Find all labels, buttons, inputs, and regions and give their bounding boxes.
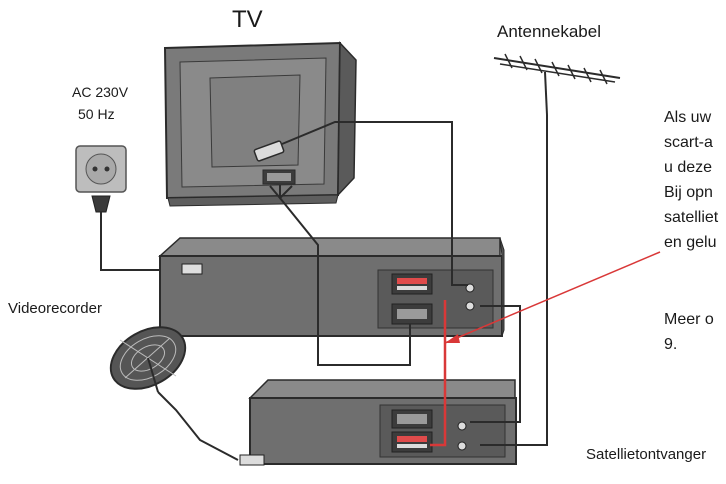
description-line: satelliet xyxy=(664,209,719,226)
description-line: u deze xyxy=(664,159,713,176)
satellite-receiver-label: Satellietontvanger xyxy=(586,446,707,463)
satellite-receiver-unit xyxy=(239,379,517,466)
antenna xyxy=(493,53,621,116)
more-info-text: Meer o 9. xyxy=(664,307,726,357)
power-socket xyxy=(75,145,180,271)
television xyxy=(163,41,357,207)
satellite-dish xyxy=(109,326,239,461)
power-voltage-label: AC 230V xyxy=(72,84,129,100)
tv-label: TV xyxy=(232,6,263,33)
more-info-line: Meer o xyxy=(664,311,714,328)
description-line: Bij opn xyxy=(664,184,713,201)
videorecorder-label: Videorecorder xyxy=(8,300,102,317)
power-frequency-label: 50 Hz xyxy=(78,106,115,122)
description-line: en gelu xyxy=(664,234,717,251)
description-line: Als uw xyxy=(664,109,712,126)
description-line: scart-a xyxy=(664,134,713,151)
more-info-line: 9. xyxy=(664,336,678,353)
cables xyxy=(269,115,548,446)
antenna-cable-label: Antennekabel xyxy=(497,22,601,41)
description-text: Als uw scart-a u deze Bij opn satelliet … xyxy=(664,105,726,255)
signal-path xyxy=(430,251,661,447)
